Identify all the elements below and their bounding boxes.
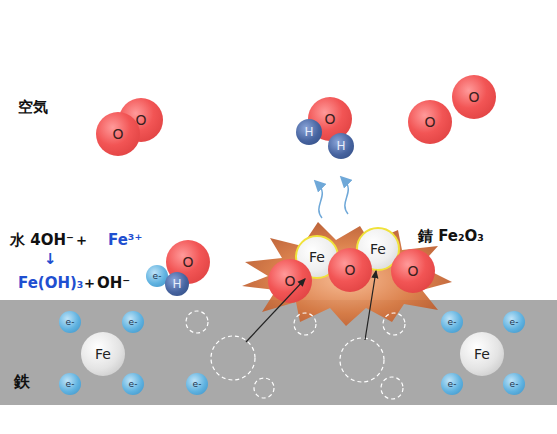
atom-symbol: O — [424, 115, 435, 129]
atom-symbol: H — [172, 278, 181, 290]
vapor-arrow — [318, 184, 322, 218]
material-label: 鉄 — [14, 372, 30, 393]
rust-label: 錆 Fe₂O₃ — [418, 227, 484, 246]
atom-symbol: O — [468, 90, 479, 104]
iron-band: 鉄 e-e- Fe e-e-e-e-e- Fe e-e- — [0, 300, 557, 405]
reaction-arrow: ↓ — [44, 250, 57, 268]
reaction-text: Fe³⁺ — [108, 231, 142, 249]
oxygen-atom: O — [391, 249, 435, 293]
electron: e- — [122, 373, 144, 395]
atom-symbol: O — [324, 112, 335, 126]
electron: e- — [441, 311, 463, 333]
reaction-text: Fe(OH)₃ — [18, 274, 83, 292]
atom-symbol: Fe — [309, 250, 325, 264]
atom-symbol: e- — [193, 380, 202, 389]
atom-symbol: e- — [66, 380, 75, 389]
electron: e- — [59, 311, 81, 333]
atom-symbol: e- — [448, 318, 457, 327]
electron: e- — [122, 311, 144, 333]
electron: e- — [503, 373, 525, 395]
atom-symbol: e- — [129, 318, 138, 327]
atom-symbol: e- — [510, 380, 519, 389]
atom-symbol: H — [336, 140, 345, 152]
iron-atom: Fe — [81, 332, 125, 376]
atom-symbol: e- — [510, 318, 519, 327]
oxygen-atom: O — [268, 259, 312, 303]
atom-symbol: H — [304, 126, 313, 138]
atom-symbol: e- — [448, 380, 457, 389]
iron-atom: Fe — [460, 332, 504, 376]
hydrogen-atom: H — [165, 272, 189, 296]
hydrogen-atom: H — [296, 119, 322, 145]
electron: e- — [441, 373, 463, 395]
reaction-text: ＋OH⁻ — [82, 274, 130, 293]
atom-symbol: O — [112, 127, 123, 141]
atom-symbol: Fe — [370, 242, 386, 256]
atom-symbol: O — [407, 264, 418, 278]
reaction-text: 水 4OH⁻＋ — [10, 231, 89, 250]
atom-symbol: Fe — [95, 347, 111, 361]
oxygen-atom: O — [96, 112, 140, 156]
atom-symbol: O — [182, 255, 193, 269]
electron: e- — [186, 373, 208, 395]
hydrogen-atom: H — [328, 133, 354, 159]
atom-symbol: O — [344, 263, 355, 277]
atom-symbol: O — [284, 274, 295, 288]
oxygen-atom: O — [452, 75, 496, 119]
atom-symbol: e- — [66, 318, 75, 327]
electron: e- — [503, 311, 525, 333]
atom-symbol: e- — [129, 380, 138, 389]
atom-symbol: Fe — [474, 347, 490, 361]
region-label: 空気 — [18, 98, 48, 117]
oxygen-atom: O — [408, 100, 452, 144]
vapor-arrow — [344, 180, 348, 214]
atom-symbol: e- — [153, 272, 162, 281]
oxygen-atom: O — [328, 248, 372, 292]
electron: e- — [59, 373, 81, 395]
